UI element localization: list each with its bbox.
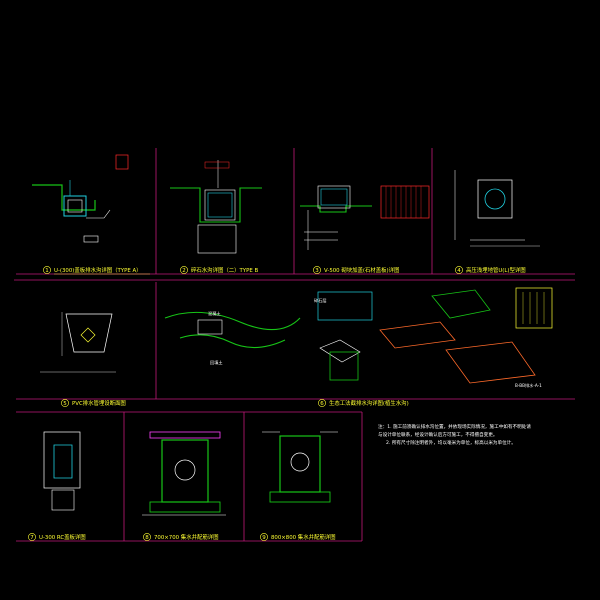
detail-3-title: V-500 砌块加盖(石材盖板)详图 — [324, 266, 399, 274]
detail-2-drawing — [170, 160, 262, 254]
detail-9-caption: 9 800×800 集水井配筋详图 — [260, 533, 336, 541]
detail-4-drawing — [454, 170, 540, 247]
detail-2-caption: 2 碎石水沟详图（二）TYPE B — [180, 266, 258, 274]
detail-8-caption: 8 700×700 集水井配筋详图 — [143, 533, 219, 541]
detail-1-title: U-(300)盖板排水沟详图（TYPE A） — [54, 266, 142, 274]
label-gravel: 碎石层 — [314, 297, 327, 304]
detail-4-caption: 4 高压浅埋地管U(L)型详图 — [455, 266, 526, 274]
detail-5-caption: 5 PVC排水管埋设断面图 — [61, 399, 126, 407]
general-notes: 注：1. 施工前须确认排水沟位置，并依现场实际情况，施工中如有不明处请 与设计单… — [378, 423, 531, 446]
detail-4-title: 高压浅埋地管U(L)型详图 — [466, 266, 526, 274]
label-concrete: 混凝土 — [208, 310, 221, 317]
detail-9-title: 800×800 集水井配筋详图 — [271, 533, 336, 541]
detail-6-title: 生态工法截排水沟详图(植生水沟) — [329, 399, 409, 407]
detail-3-caption: 3 V-500 砌块加盖(石材盖板)详图 — [313, 266, 399, 274]
detail-5-drawing — [40, 312, 116, 373]
detail-6-drawing — [164, 287, 553, 384]
detail-4-number: 4 — [457, 268, 461, 274]
detail-5-number: 5 — [63, 401, 67, 407]
detail-7-drawing — [43, 431, 81, 511]
detail-2-number: 2 — [182, 268, 186, 274]
detail-8-title: 700×700 集水井配筋详图 — [154, 533, 219, 541]
detail-3-number: 3 — [315, 268, 319, 274]
detail-8-number: 8 — [145, 535, 149, 541]
sheet-frame — [14, 148, 575, 542]
detail-1-caption: 1 U-(300)盖板排水沟详图（TYPE A） — [43, 266, 150, 275]
label-soil: 回填土 — [210, 359, 223, 366]
detail-7-number: 7 — [30, 535, 34, 541]
detail-6-number: 6 — [320, 401, 324, 407]
detail-6-caption: 6 生态工法截排水沟详图(植生水沟) — [318, 399, 409, 407]
detail-3-drawing — [300, 185, 430, 250]
detail-1-number: 1 — [45, 268, 49, 274]
detail-9-drawing — [262, 431, 338, 503]
detail-8-drawing — [142, 431, 226, 516]
detail-2-title: 碎石水沟详图（二）TYPE B — [191, 266, 258, 274]
detail-5-title: PVC排水管埋设断面图 — [72, 399, 126, 407]
sheet-reference: B-BB排水-A-1 — [515, 382, 542, 389]
note-line-1: 注：1. 施工前须确认排水沟位置，并依现场实际情况，施工中如有不明处请 — [378, 423, 531, 430]
detail-7-caption: 7 U-300 RC盖板详图 — [28, 533, 86, 541]
detail-1-drawing — [32, 154, 129, 243]
note-line-2: 与设计单位联系，经设计确认后方可施工，不得擅自变更。 — [378, 431, 497, 438]
detail-9-number: 9 — [262, 535, 266, 541]
note-line-3: 2. 所有尺寸除注明者外，均以毫米为单位，标高以米为单位计。 — [386, 439, 516, 446]
detail-7-title: U-300 RC盖板详图 — [39, 533, 86, 541]
